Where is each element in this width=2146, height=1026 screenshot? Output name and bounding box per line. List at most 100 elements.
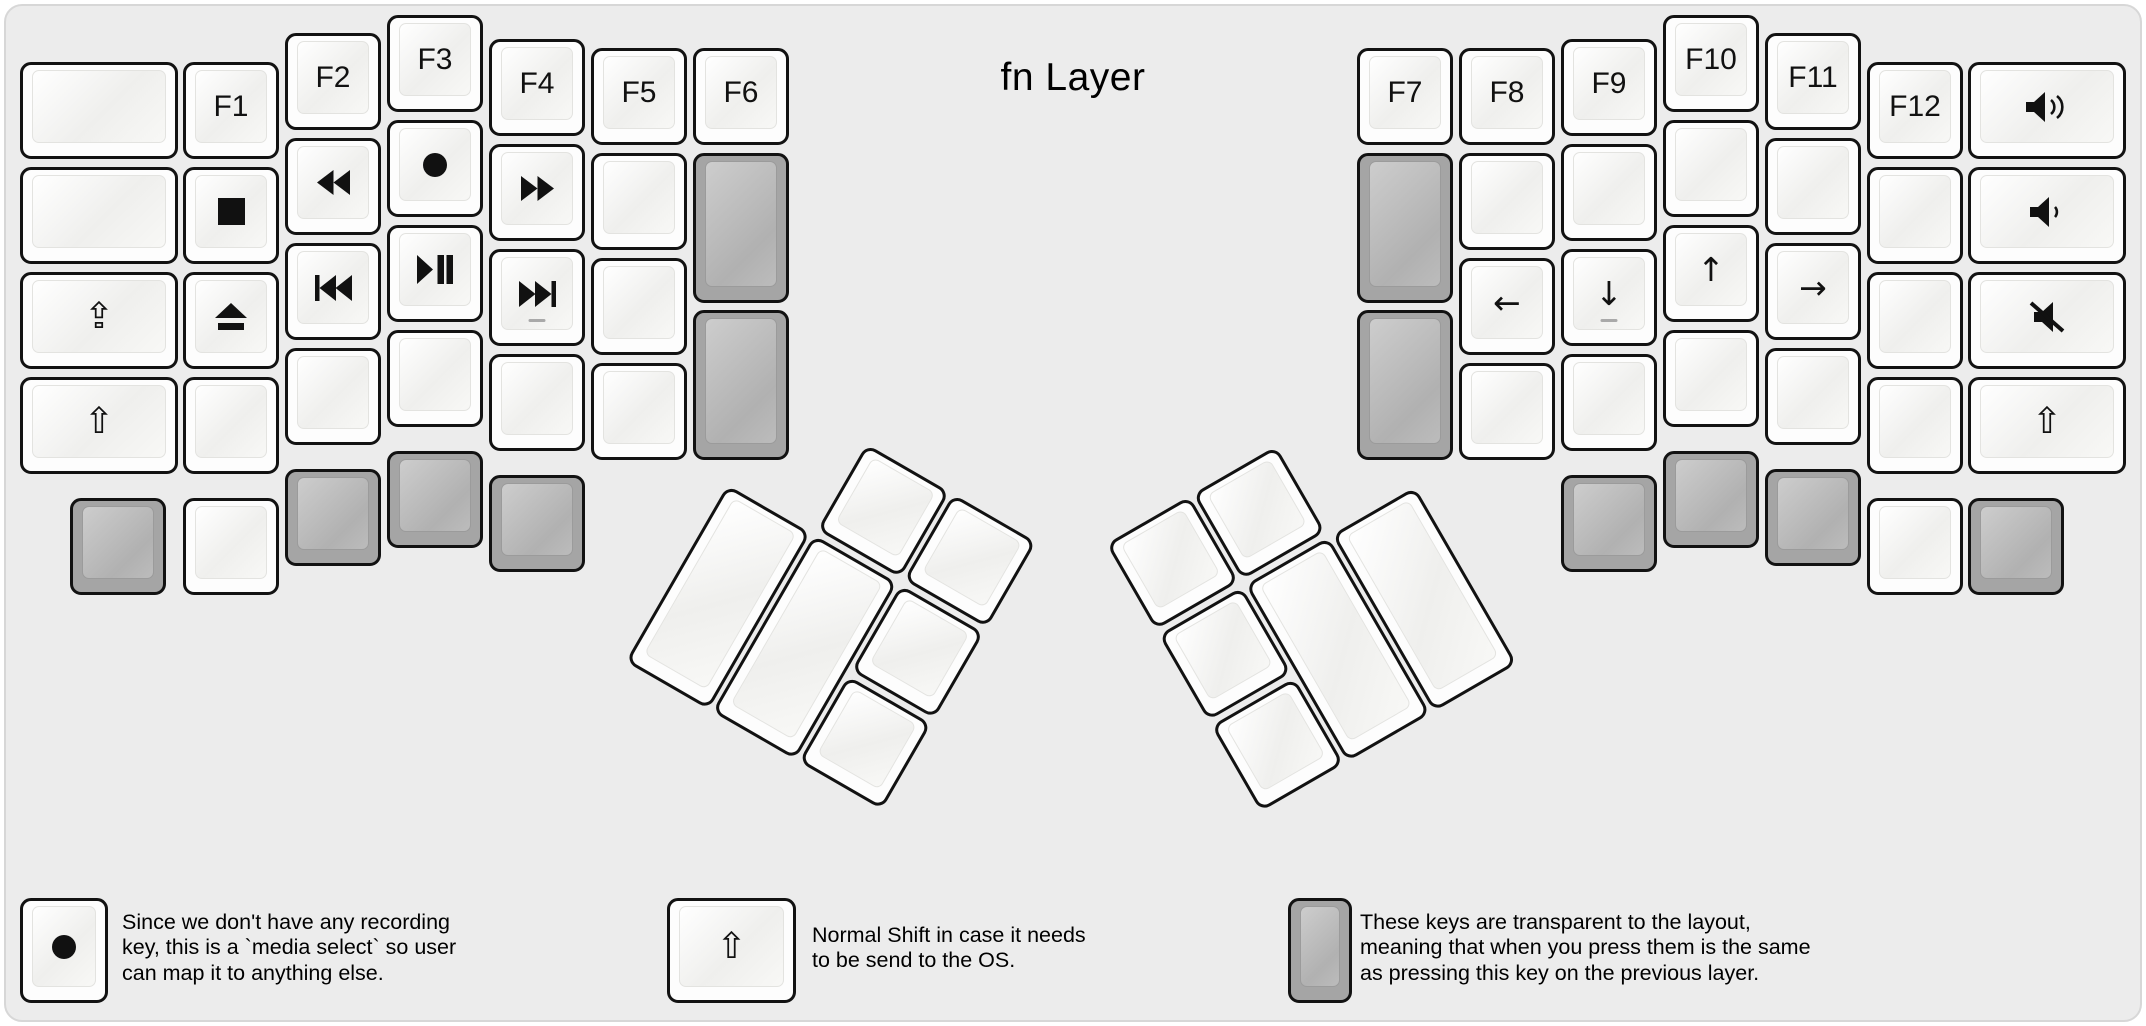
keycap-surface	[501, 483, 573, 556]
key-blank-r-c10-r2[interactable]	[1663, 120, 1759, 217]
key-blank-l-c0-r2[interactable]	[20, 167, 178, 264]
key-blank-l-c0-r1[interactable]	[20, 62, 178, 159]
keycap-surface	[705, 161, 777, 287]
key-blank-l-c5-r3[interactable]	[591, 258, 687, 355]
key-blank-l-c2-r4[interactable]	[285, 348, 381, 445]
caps-lock-icon: ⇪	[83, 296, 115, 337]
key-f10[interactable]: F10	[1663, 15, 1759, 112]
keycap-surface	[501, 362, 573, 435]
key-arrow-up[interactable]: ↑	[1663, 225, 1759, 322]
key-arrow-down[interactable]: ↓	[1561, 249, 1657, 346]
keycap-surface: F1	[195, 70, 267, 143]
key-label-f5: F5	[621, 75, 657, 109]
key-blank-r-c12-r2[interactable]	[1867, 167, 1963, 264]
key-label-f12: F12	[1889, 89, 1941, 123]
key-transparent-l-bottom-1[interactable]	[70, 498, 166, 595]
keycap-surface	[195, 175, 267, 248]
key-fast-forward[interactable]	[489, 144, 585, 241]
key-f2[interactable]: F2	[285, 33, 381, 130]
keycap-surface	[1980, 280, 2114, 353]
key-blank-r-c8-r2[interactable]	[1459, 153, 1555, 250]
key-blank-r-c11-r4[interactable]	[1765, 348, 1861, 445]
key-f4[interactable]: F4	[489, 39, 585, 136]
keycap-surface	[1573, 152, 1645, 225]
keycap-surface	[1777, 356, 1849, 429]
homing-dash	[528, 319, 546, 322]
key-mute[interactable]	[1968, 272, 2126, 369]
key-blank-r-c10-r4[interactable]	[1663, 330, 1759, 427]
keycap-surface	[32, 175, 166, 248]
key-blank-r-c9-r4[interactable]	[1561, 354, 1657, 451]
key-transparent-r-inner-2[interactable]	[1357, 310, 1453, 460]
keycap-surface	[603, 161, 675, 234]
key-rewind[interactable]	[285, 138, 381, 235]
key-next-track[interactable]	[489, 249, 585, 346]
key-transparent-r-inner-1[interactable]	[1357, 153, 1453, 303]
keycap-surface	[1777, 477, 1849, 550]
mute-icon	[2029, 300, 2065, 333]
key-eject[interactable]	[183, 272, 279, 369]
key-label-f6: F6	[723, 75, 759, 109]
key-volume-down[interactable]	[1968, 167, 2126, 264]
keycap-surface	[603, 371, 675, 444]
key-transparent-r-c9-r5[interactable]	[1561, 475, 1657, 572]
key-transparent-l-c2-r5[interactable]	[285, 469, 381, 566]
keycap-surface: ⇪	[32, 280, 166, 353]
keycap-surface	[297, 146, 369, 219]
key-blank-r-c9-r2[interactable]	[1561, 144, 1657, 241]
key-arrow-left[interactable]: ←	[1459, 258, 1555, 355]
key-transparent-l-c3-r5[interactable]	[387, 451, 483, 548]
keycap-surface	[399, 233, 471, 306]
keycap-surface: ⇧	[32, 385, 166, 458]
key-label-f10: F10	[1685, 42, 1737, 76]
key-transparent-l-c4-r5[interactable]	[489, 475, 585, 572]
key-blank-l-c5-r4[interactable]	[591, 363, 687, 460]
keycap-surface: ⇧	[679, 906, 784, 987]
key-blank-l-c1-r4[interactable]	[183, 377, 279, 474]
key-arrow-right[interactable]: →	[1765, 243, 1861, 340]
key-f7[interactable]: F7	[1357, 48, 1453, 145]
keycap-surface: F9	[1573, 47, 1645, 120]
key-label-arrow-left: ←	[1493, 283, 1521, 322]
key-transparent-r-bottom[interactable]	[1968, 498, 2064, 595]
key-prev-track[interactable]	[285, 243, 381, 340]
homing-dash	[1600, 319, 1618, 322]
keycap-surface: F10	[1675, 23, 1747, 96]
key-blank-r-c11-r2[interactable]	[1765, 138, 1861, 235]
key-f12[interactable]: F12	[1867, 62, 1963, 159]
key-f1[interactable]: F1	[183, 62, 279, 159]
key-blank-r-c12-r3[interactable]	[1867, 272, 1963, 369]
key-blank-l-c4-r4[interactable]	[489, 354, 585, 451]
key-f6[interactable]: F6	[693, 48, 789, 145]
keycap-surface	[399, 459, 471, 532]
key-shift-left[interactable]: ⇧	[20, 377, 178, 474]
key-label-f8: F8	[1489, 75, 1525, 109]
key-blank-r-c12-r4[interactable]	[1867, 377, 1963, 474]
keycap-surface: ⇧	[1980, 385, 2114, 458]
legend-line: These keys are transparent to the layout…	[1360, 909, 1751, 934]
key-f11[interactable]: F11	[1765, 33, 1861, 130]
key-stop[interactable]	[183, 167, 279, 264]
key-blank-l-c1-r5[interactable]	[183, 498, 279, 595]
key-blank-r-c8-r4[interactable]	[1459, 363, 1555, 460]
legend-line: meaning that when you press them is the …	[1360, 935, 1811, 960]
key-volume-up[interactable]	[1968, 62, 2126, 159]
key-f8[interactable]: F8	[1459, 48, 1555, 145]
key-transparent-r-c11-r5[interactable]	[1765, 469, 1861, 566]
key-blank-l-c3-r4[interactable]	[387, 330, 483, 427]
key-transparent-l-inner-1[interactable]	[693, 153, 789, 303]
keycap-surface: F5	[603, 56, 675, 129]
key-blank-r-c12-r5[interactable]	[1867, 498, 1963, 595]
key-shift-right[interactable]: ⇧	[1968, 377, 2126, 474]
keycap-surface	[705, 318, 777, 444]
key-record[interactable]	[387, 120, 483, 217]
key-blank-l-c5-r2[interactable]	[591, 153, 687, 250]
key-play-pause[interactable]	[387, 225, 483, 322]
keycap-surface	[1675, 338, 1747, 411]
key-transparent-l-inner-2[interactable]	[693, 310, 789, 460]
key-f5[interactable]: F5	[591, 48, 687, 145]
key-transparent-r-c10-r5[interactable]	[1663, 451, 1759, 548]
key-caps-lock[interactable]: ⇪	[20, 272, 178, 369]
key-f3[interactable]: F3	[387, 15, 483, 112]
key-f9[interactable]: F9	[1561, 39, 1657, 136]
